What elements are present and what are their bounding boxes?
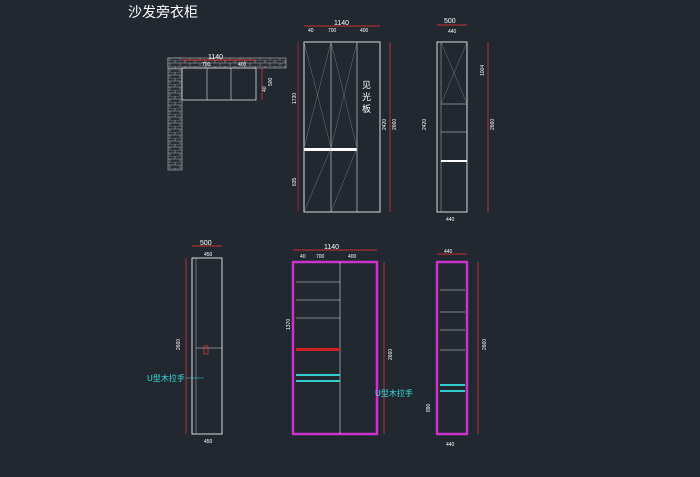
note-char-1: 见 [362,80,371,91]
side-top-height-label: 2660 [490,119,496,130]
side-section-top: 500 440 440 2660 2420 1004 [422,18,496,223]
bl-width-label: 500 [200,240,212,247]
plan-cabinet [181,67,257,101]
side-section-bottom-left: 500 450 450 2660 U型木拉手 [147,240,223,445]
interior-width-label: 1140 [324,244,339,251]
plan-depth-label: 500 [268,77,274,86]
svg-text:440: 440 [444,249,453,255]
svg-text:450: 450 [204,439,213,445]
brick-wall-horizontal [167,57,287,69]
plan-width-label: 1140 [208,54,223,61]
note-char-2: 光 [362,91,371,103]
front-elevation: 1140 40 700 400 见 光 板 2660 2420 1730 635 [292,20,398,213]
svg-text:890: 890 [426,403,432,412]
svg-text:1730: 1730 [292,93,298,104]
svg-text:440: 440 [448,29,457,35]
front-interior: 1140 40 700 400 2660 U型木拉手 1370 [286,244,413,436]
side-section-bottom-right: 440 440 2660 890 [426,249,488,448]
red-bar [296,348,340,351]
front-height-label: 2660 [392,119,398,130]
svg-text:440: 440 [446,442,455,448]
drawing-title: 沙发旁衣柜 [128,5,198,21]
svg-text:400: 400 [348,254,357,260]
svg-text:2420: 2420 [382,119,388,130]
svg-text:1004: 1004 [480,65,486,76]
note-char-3: 板 [362,103,371,115]
interior-handle-label: U型木拉手 [375,388,413,398]
svg-text:40: 40 [300,254,306,260]
plan-view: 1140 700 400 500 40 [167,54,287,171]
svg-text:2420: 2420 [422,119,428,130]
svg-text:400: 400 [360,28,369,34]
interior-height-label: 2660 [388,349,394,360]
plan-dim-400: 400 [238,62,247,68]
interior-outline [291,260,379,436]
front-outline [303,41,381,213]
svg-text:40: 40 [308,28,314,34]
side-top-width-label: 500 [444,18,456,25]
svg-text:1370: 1370 [286,319,292,330]
plan-dim-40: 40 [262,86,268,92]
svg-text:450: 450 [204,252,213,258]
bl-handle-label: U型木拉手 [147,373,185,383]
bl-height-label: 2660 [176,339,182,350]
svg-text:700: 700 [328,28,337,34]
plan-dim-700: 700 [202,62,211,68]
br-outline [435,260,469,436]
svg-text:440: 440 [446,217,455,223]
bl-outline [191,257,223,435]
side-outline-top [436,41,468,213]
brick-wall-vertical [167,57,183,171]
svg-text:635: 635 [292,177,298,186]
front-width-label: 1140 [334,20,349,27]
br-height-label: 2660 [482,339,488,350]
svg-text:700: 700 [316,254,325,260]
